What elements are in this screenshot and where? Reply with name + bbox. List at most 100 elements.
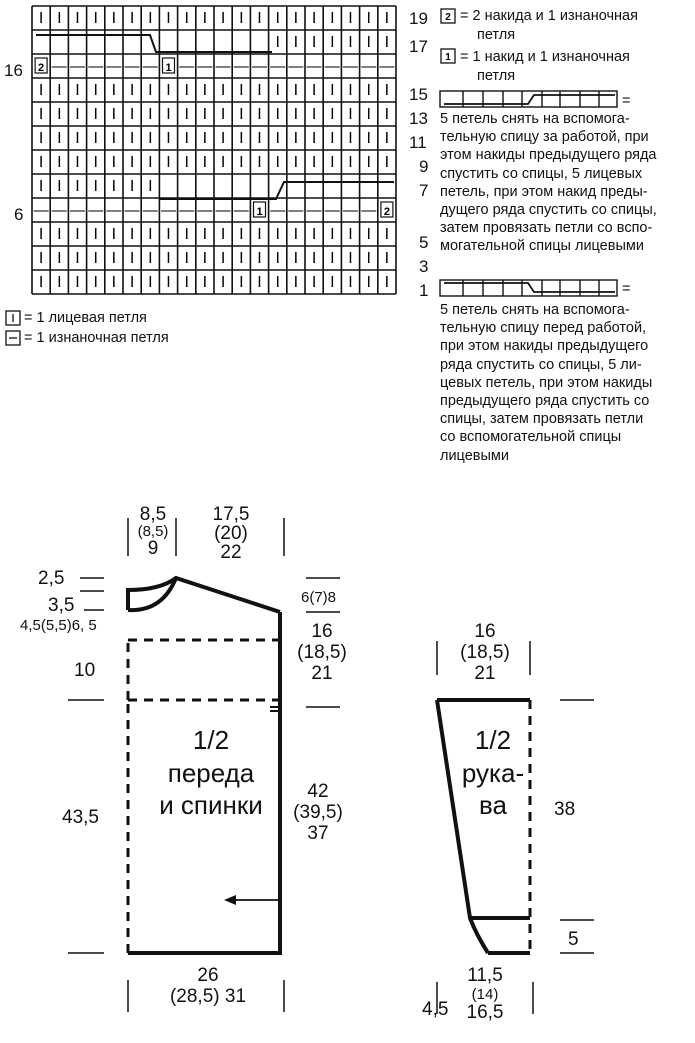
body-neck-width: 8,5 (8,5) 9 — [137, 504, 169, 559]
chart-cell-knit: I — [312, 274, 316, 291]
chart-cell-purl: — — [343, 58, 358, 75]
chart-cell-knit: I — [112, 274, 116, 291]
chart-cell-knit: I — [57, 106, 61, 123]
chart-cell-purl: — — [143, 202, 158, 219]
chart-cell-knit: I — [330, 82, 334, 99]
legend-cable-back-symbol — [439, 90, 618, 108]
sleeve-pattern-outline — [435, 641, 594, 1014]
chart-cell-purl: — — [343, 202, 358, 219]
legend-one-yo-label-cont: петля — [477, 68, 516, 84]
body-hem-width: 26 (28,5) 31 — [169, 965, 247, 1007]
row-number-5: 5 — [419, 233, 429, 252]
chart-cell-knit: I — [312, 106, 316, 123]
chart-cell-knit: I — [348, 130, 352, 147]
chart-cell-one-yo: 1 — [256, 206, 262, 218]
chart-cell-knit: I — [257, 82, 261, 99]
chart-cell-purl: — — [216, 58, 231, 75]
chart-cell-purl: — — [216, 202, 231, 219]
row-number-7: 7 — [419, 181, 429, 200]
chart-cell-knit: I — [275, 106, 279, 123]
chart-cell-knit: I — [93, 10, 97, 27]
chart-cell-purl: — — [143, 58, 158, 75]
cable-line-upper — [36, 34, 272, 53]
chart-cell-knit: I — [239, 274, 243, 291]
chart-cell-purl: — — [106, 202, 121, 219]
chart-cell-yo-box — [34, 57, 48, 74]
chart-cell-knit: I — [148, 130, 152, 147]
chart-cell-knit: I — [57, 178, 61, 195]
chart-cell-yo-box — [161, 57, 176, 74]
chart-cell-knit: I — [93, 154, 97, 171]
legend-one-yo-label: = 1 накид и 1 изнаночная — [460, 49, 630, 65]
body-dim-10: 10 — [74, 660, 96, 681]
chart-cell-knit: I — [39, 226, 43, 243]
sleeve-cuff-height: 5 — [568, 929, 579, 950]
chart-cell-knit: I — [203, 10, 207, 27]
legend-cable-front-text: 5 петель снять на вспомога-тельную спицу… — [440, 302, 653, 464]
chart-cell-knit: I — [294, 226, 298, 243]
chart-cell-knit: I — [203, 130, 207, 147]
chart-cell-knit: I — [93, 226, 97, 243]
chart-cell-knit: I — [148, 178, 152, 195]
chart-cell-knit: I — [239, 250, 243, 267]
chart-cell-purl: — — [361, 202, 376, 219]
chart-cell-knit: I — [148, 82, 152, 99]
chart-cell-knit: I — [221, 10, 225, 27]
chart-cell-knit: I — [366, 274, 370, 291]
chart-cell-knit: I — [275, 154, 279, 171]
chart-cell-purl: — — [125, 58, 140, 75]
chart-cell-knit: I — [184, 274, 188, 291]
chart-cell-knit: I — [221, 226, 225, 243]
chart-cell-knit: I — [203, 226, 207, 243]
chart-cell-knit: I — [294, 154, 298, 171]
chart-cell-knit: I — [75, 274, 79, 291]
chart-cell-knit: I — [312, 34, 316, 51]
chart-cell-knit: I — [385, 82, 389, 99]
chart-cell-knit: I — [57, 274, 61, 291]
body-dim-43-5: 43,5 — [62, 807, 99, 828]
chart-cell-knit: I — [275, 226, 279, 243]
row-number-9: 9 — [419, 157, 429, 176]
chart-cell-knit: I — [203, 82, 207, 99]
chart-cell-purl: — — [379, 58, 394, 75]
legend-two-yo-label-cont: петля — [477, 27, 516, 43]
legend-knit-label: = 1 лицевая петля — [24, 310, 147, 326]
svg-text:1: 1 — [445, 52, 451, 63]
chart-cell-knit: I — [294, 130, 298, 147]
chart-cell-knit: I — [166, 10, 170, 27]
chart-cell-knit: I — [184, 106, 188, 123]
chart-cell-purl: — — [234, 58, 249, 75]
chart-cell-knit: I — [112, 82, 116, 99]
chart-cell-purl: — — [179, 202, 194, 219]
chart-cell-knit: I — [184, 226, 188, 243]
chart-cell-knit: I — [57, 226, 61, 243]
sleeve-title: 1/2 рука- ва — [461, 725, 525, 820]
legend-cable-front-symbol — [439, 279, 618, 297]
chart-cell-knit: I — [221, 82, 225, 99]
chart-cell-knit: I — [257, 274, 261, 291]
chart-cell-knit: I — [93, 130, 97, 147]
chart-cell-knit: I — [112, 178, 116, 195]
chart-cell-knit: I — [385, 10, 389, 27]
chart-cell-knit: I — [39, 178, 43, 195]
chart-cell-purl: — — [252, 58, 267, 75]
body-side-length: 42 (39,5) 37 — [293, 781, 343, 844]
chart-cell-knit: I — [57, 250, 61, 267]
sleeve-bottom-width: 11,5 (14) 16,5 — [466, 965, 504, 1024]
chart-cell-purl: — — [52, 202, 67, 219]
chart-cell-knit: I — [112, 106, 116, 123]
chart-cell-knit: I — [184, 10, 188, 27]
row-number-13: 13 — [409, 109, 428, 128]
chart-cell-knit: I — [39, 250, 43, 267]
chart-cell-purl: — — [288, 58, 303, 75]
chart-cell-knit: I — [203, 250, 207, 267]
chart-cell-knit: I — [294, 10, 298, 27]
chart-cell-one-yo: 1 — [165, 62, 171, 74]
chart-cell-knit: I — [166, 274, 170, 291]
chart-cell-knit: I — [294, 34, 298, 51]
row-number-16: 16 — [4, 61, 23, 80]
chart-cell-knit: I — [385, 274, 389, 291]
row-number-19: 19 — [409, 9, 428, 28]
chart-cell-purl: — — [197, 58, 212, 75]
legend-cable-front-eq: = — [622, 281, 631, 297]
